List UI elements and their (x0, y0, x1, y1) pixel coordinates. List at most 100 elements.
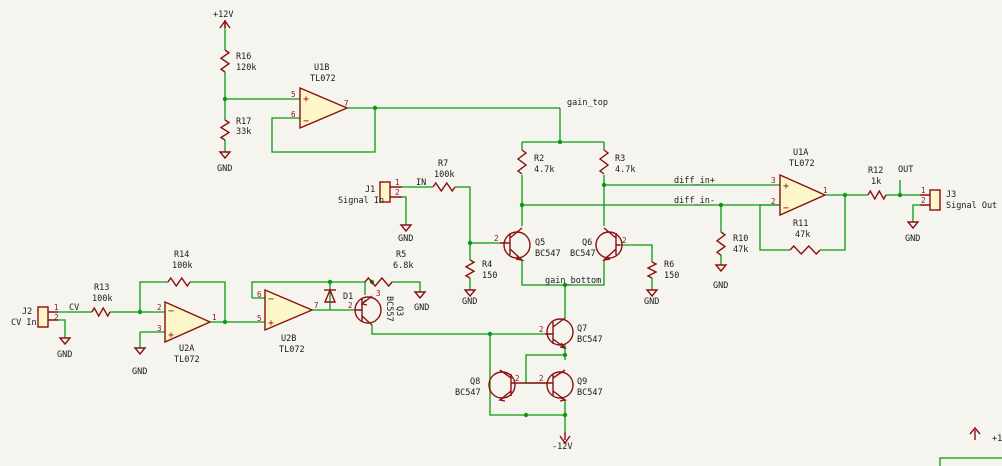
transistor-q6[interactable]: 2 Q6 BC547 (570, 227, 627, 262)
opamp-u1a[interactable]: + − 3 2 1 U1A TL072 (771, 148, 828, 217)
net-gain-top: gain_top (567, 98, 608, 108)
resistor-r10[interactable]: R10 47k (715, 231, 748, 256)
resistor-r12[interactable]: R12 1k (867, 166, 887, 201)
resistor-r16[interactable]: R16 120k (219, 49, 256, 73)
svg-text:Q3: Q3 (394, 306, 404, 316)
net-gain-bottom: gain_bottom (545, 276, 601, 286)
svg-text:100k: 100k (172, 261, 192, 271)
gnd-label: GND (905, 234, 920, 244)
svg-text:−: − (303, 116, 309, 127)
svg-text:3: 3 (376, 289, 381, 298)
svg-text:150: 150 (664, 271, 679, 281)
svg-text:R11: R11 (793, 219, 808, 229)
svg-text:R7: R7 (438, 159, 448, 169)
svg-text:4.7k: 4.7k (534, 165, 554, 175)
svg-text:7: 7 (344, 99, 349, 108)
power-plus12[interactable]: +12V (213, 10, 233, 29)
power-minus12[interactable]: -12V (552, 432, 572, 452)
svg-text:2: 2 (157, 303, 162, 312)
transistor-q8[interactable]: 2 Q8 BC547 (455, 369, 526, 402)
connector-j2[interactable]: 1 2 J2 CV In (11, 303, 59, 328)
diode-d1[interactable]: D1 (323, 288, 353, 303)
svg-text:R3: R3 (615, 154, 625, 164)
transistor-q7[interactable]: 2 Q7 BC547 (539, 317, 603, 350)
svg-text:TL072: TL072 (174, 355, 200, 365)
svg-text:J3: J3 (946, 190, 956, 200)
svg-text:2: 2 (494, 234, 499, 243)
gnd-label: GND (644, 297, 659, 307)
resistor-r5[interactable]: R5 6.8k (364, 250, 413, 288)
svg-text:3: 3 (157, 324, 162, 333)
svg-text:BC547: BC547 (570, 249, 596, 259)
svg-text:1: 1 (54, 303, 59, 312)
transistor-q5[interactable]: 2 Q5 BC547 (494, 227, 561, 262)
svg-text:U1A: U1A (793, 148, 808, 158)
gnd-symbols: GND GND GND GND GND GND GND GND GND (57, 151, 920, 377)
net-out: OUT (898, 165, 913, 175)
svg-text:U2B: U2B (281, 334, 296, 344)
junctions (137, 96, 903, 418)
wires (58, 20, 920, 432)
resistor-r11[interactable]: R11 47k (789, 219, 821, 256)
svg-text:TL072: TL072 (279, 345, 305, 355)
opamp-u2a[interactable]: − + 2 3 1 U2A TL072 (157, 300, 217, 365)
svg-text:+: + (783, 181, 789, 192)
connector-j1[interactable]: 1 2 J1 Signal In (338, 178, 402, 206)
svg-text:U2A: U2A (179, 344, 194, 354)
net-labels: gain_top diff_in+ diff_in- gain_bottom I… (69, 98, 913, 313)
transistor-q3[interactable]: 2 3 BC557 Q3 (348, 289, 404, 326)
svg-text:47k: 47k (795, 230, 810, 240)
connector-j3[interactable]: 1 2 J3 Signal Out (920, 186, 997, 211)
svg-text:100k: 100k (92, 294, 112, 304)
svg-text:2: 2 (539, 374, 544, 383)
svg-text:1: 1 (212, 313, 217, 322)
svg-text:Q6: Q6 (582, 238, 592, 248)
svg-text:R17: R17 (236, 117, 251, 127)
transistor-q9[interactable]: 2 Q9 BC547 (526, 369, 603, 402)
svg-text:2: 2 (771, 197, 776, 206)
svg-text:2: 2 (515, 374, 520, 383)
svg-text:6: 6 (257, 290, 262, 299)
svg-text:J1: J1 (365, 185, 375, 195)
opamp-u1b[interactable]: + − 5 6 7 U1B TL072 (291, 63, 349, 130)
svg-text:6.8k: 6.8k (393, 261, 413, 271)
opamp-u2b[interactable]: − + 6 5 7 U2B TL072 (257, 288, 319, 355)
resistor-r2[interactable]: R2 4.7k (516, 149, 554, 175)
gnd-label: GND (398, 234, 413, 244)
svg-text:33k: 33k (236, 127, 251, 137)
svg-text:R5: R5 (396, 250, 406, 260)
resistor-r17[interactable]: R17 33k (219, 117, 251, 141)
svg-text:120k: 120k (236, 63, 256, 73)
resistor-r7[interactable]: R7 100k (432, 159, 456, 193)
svg-text:2: 2 (622, 236, 627, 245)
power-plus12-label: +12V (213, 10, 233, 20)
resistor-r4[interactable]: R4 150 (464, 259, 497, 281)
svg-text:BC547: BC547 (577, 335, 603, 345)
resistor-r14[interactable]: R14 100k (167, 250, 192, 288)
svg-text:2: 2 (54, 313, 59, 322)
svg-text:−: − (783, 203, 789, 214)
svg-text:3: 3 (771, 176, 776, 185)
svg-text:TL072: TL072 (310, 74, 336, 84)
svg-text:5: 5 (291, 90, 296, 99)
svg-text:Signal Out: Signal Out (946, 201, 997, 211)
resistor-r6[interactable]: R6 150 (646, 260, 679, 281)
svg-text:1: 1 (921, 186, 926, 195)
svg-text:150: 150 (482, 271, 497, 281)
svg-text:1: 1 (395, 178, 400, 187)
gnd-label: GND (217, 164, 232, 174)
svg-text:7: 7 (314, 301, 319, 310)
net-cv: CV (69, 303, 79, 313)
svg-text:2: 2 (539, 325, 544, 334)
svg-text:J2: J2 (22, 307, 32, 317)
svg-text:Q7: Q7 (577, 324, 587, 334)
svg-text:+1: +1 (992, 434, 1002, 444)
svg-text:BC547: BC547 (577, 388, 603, 398)
svg-text:R14: R14 (174, 250, 189, 260)
gnd-label: GND (713, 281, 728, 291)
svg-text:+: + (303, 94, 309, 105)
resistor-r3[interactable]: R3 4.7k (598, 149, 635, 175)
resistor-r13[interactable]: R13 100k (91, 283, 112, 318)
